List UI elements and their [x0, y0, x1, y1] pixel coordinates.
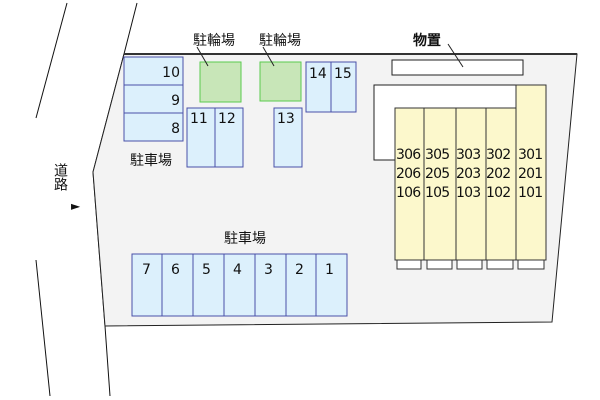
parking-label-1: 1: [325, 262, 334, 278]
parking-area-label-lower: 駐車場: [224, 230, 266, 247]
unit-column-303: [455, 107, 487, 261]
entrance-arrow-icon: ►: [71, 199, 81, 213]
parking-label-12: 12: [218, 111, 236, 127]
parking-space-3: [254, 253, 287, 317]
road-label: 道路: [52, 163, 68, 191]
unit-column-302: [485, 107, 517, 261]
bicycle-parking-area-2: [259, 61, 302, 102]
parking-space-6: [161, 253, 194, 317]
balcony: [396, 259, 422, 270]
balcony: [456, 259, 483, 270]
parking-label-8: 8: [171, 121, 180, 137]
road-label-text: 道路: [52, 163, 68, 191]
unit-205: 205: [425, 166, 449, 182]
parking-space-13: [273, 107, 303, 168]
road-edge-left-lower: [35, 259, 51, 397]
parking-group-lower: [131, 253, 348, 317]
unit-303: 303: [456, 147, 480, 163]
bicycle-parking-label-2: 駐輪場: [259, 32, 301, 49]
parking-group-upper-left: [123, 56, 357, 168]
storage-shed: [391, 59, 524, 76]
parking-label-14: 14: [309, 66, 327, 82]
parking-label-10: 10: [162, 65, 180, 81]
parking-space-15: [330, 61, 357, 113]
unit-column-305: [423, 107, 457, 261]
parking-label-15: 15: [334, 66, 352, 82]
unit-201: 201: [518, 166, 542, 182]
parking-space-14: [305, 61, 332, 113]
parking-label-6: 6: [171, 262, 180, 278]
parking-space-10: [123, 56, 184, 86]
unit-106: 106: [396, 185, 421, 201]
unit-101: 101: [518, 185, 542, 201]
unit-numbers: 306 206 106 305 205 105 303 203 103 302 …: [396, 147, 543, 201]
balcony: [426, 259, 453, 270]
parking-label-4: 4: [233, 262, 242, 278]
parking-label-7: 7: [142, 262, 151, 278]
balcony: [486, 259, 514, 270]
leader-line: [196, 46, 209, 67]
parking-label-9: 9: [171, 93, 180, 109]
bicycle-parking-label-1: 駐輪場: [193, 32, 235, 49]
unit-203: 203: [456, 166, 480, 182]
unit-206: 206: [396, 166, 421, 182]
parking-space-8: [123, 112, 184, 142]
leader-line: [262, 46, 275, 67]
balcony: [517, 259, 545, 270]
parking-label-11: 11: [190, 111, 208, 127]
parking-label-2: 2: [295, 262, 304, 278]
unit-305: 305: [425, 147, 449, 163]
unit-202: 202: [486, 166, 510, 182]
unit-102: 102: [486, 185, 510, 201]
parking-space-4: [223, 253, 256, 317]
road-edge-left-upper: [35, 2, 68, 119]
parking-space-1: [315, 253, 348, 317]
parking-space-11: [186, 107, 216, 168]
unit-103: 103: [456, 185, 480, 201]
unit-105: 105: [425, 185, 449, 201]
unit-306: 306: [396, 147, 421, 163]
apartment-building: [394, 84, 547, 261]
unit-column-306: [394, 107, 425, 261]
parking-space-12: [214, 107, 244, 168]
balconies: [396, 259, 545, 270]
parking-area-label-upper: 駐車場: [130, 152, 172, 169]
parking-label-5: 5: [202, 262, 211, 278]
unit-302: 302: [486, 147, 510, 163]
parking-label-13: 13: [277, 111, 295, 127]
unit-301: 301: [518, 147, 542, 163]
parking-space-7: [131, 253, 163, 317]
parking-space-9: [123, 84, 184, 114]
storage-label: 物置: [413, 32, 441, 49]
parking-label-3: 3: [264, 262, 273, 278]
leader-line: [447, 43, 464, 68]
parking-space-5: [192, 253, 225, 317]
bicycle-parking-area-1: [199, 61, 242, 103]
